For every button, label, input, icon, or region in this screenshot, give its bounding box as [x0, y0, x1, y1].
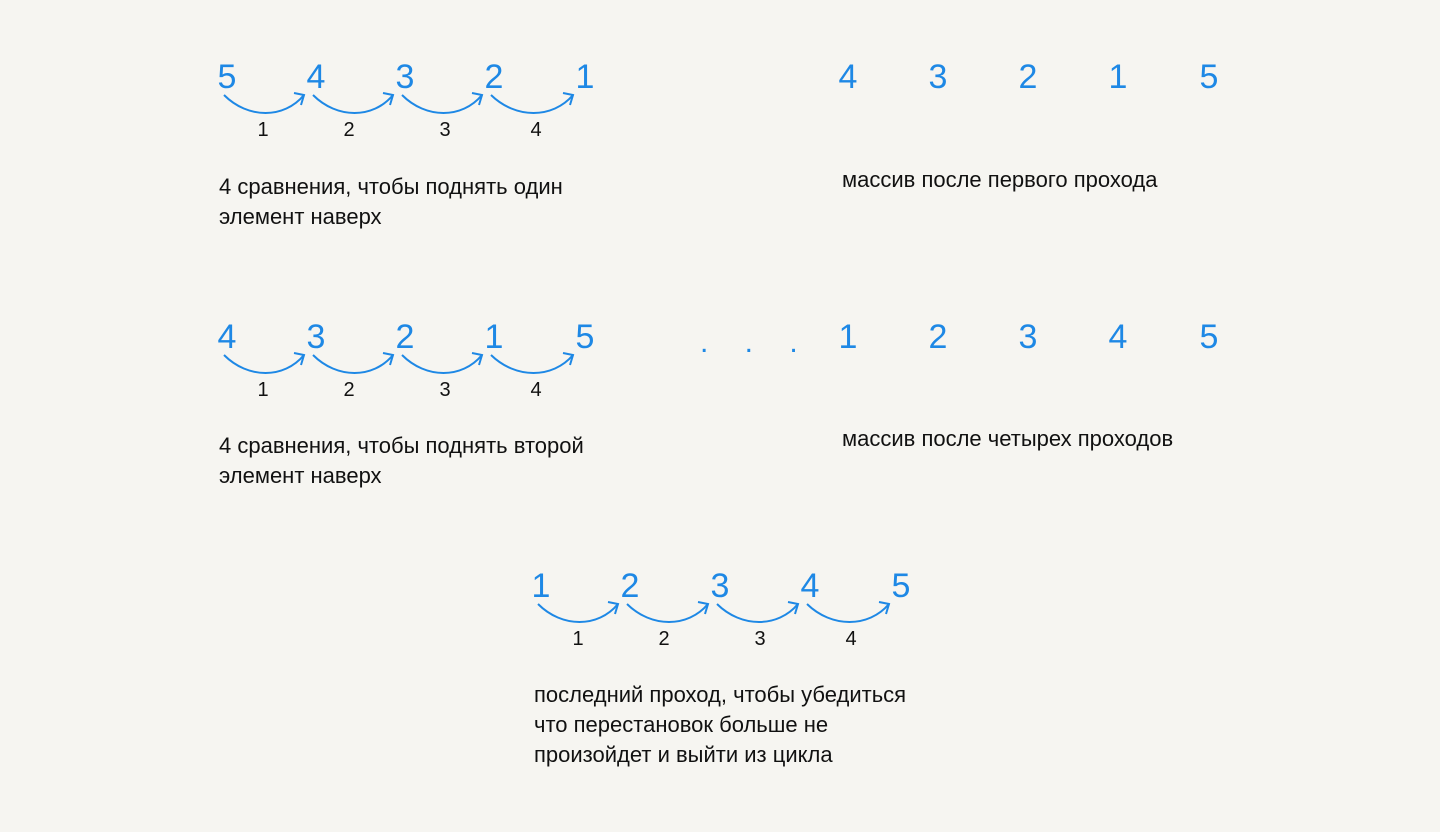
result-2-number: 2: [928, 318, 948, 356]
arrowhead: [562, 92, 575, 106]
result-1-number: 5: [1199, 58, 1219, 96]
arrowhead: [697, 601, 710, 615]
result-2-number: 4: [1108, 318, 1128, 356]
arrowhead: [382, 92, 395, 106]
caption-line: что перестановок больше не: [534, 712, 829, 737]
pass-2-number: 5: [575, 318, 595, 356]
comparison-label: 3: [439, 379, 451, 401]
pass-final-number: 4: [800, 567, 820, 605]
arrowhead: [471, 92, 484, 106]
comparison-arrow: [312, 354, 394, 374]
arrowhead: [382, 352, 395, 366]
result-2-number: 3: [1018, 318, 1038, 356]
comparison-label: 3: [754, 628, 766, 650]
comparison-arrow: [490, 354, 574, 374]
comparison-label: 1: [257, 119, 269, 141]
comparison-arrow: [806, 603, 890, 623]
comparison-arrow: [490, 94, 574, 114]
comparison-label: 1: [257, 379, 269, 401]
arrowhead: [293, 92, 306, 106]
arrowhead: [471, 352, 484, 366]
comparison-arrow: [716, 603, 799, 623]
pass-final-number: 5: [891, 567, 911, 605]
result-1-number: 4: [838, 58, 858, 96]
result-1-caption: массив после первого прохода: [842, 167, 1158, 192]
arrowhead: [293, 352, 306, 366]
result-1-number: 2: [1018, 58, 1038, 96]
arrowhead: [787, 601, 800, 615]
pass-1-number: 5: [217, 58, 237, 96]
comparison-arrow: [626, 603, 709, 623]
pass-2-number: 3: [306, 318, 326, 356]
pass-1-caption: 4 сравнения, чтобы поднять один элемент …: [219, 172, 563, 232]
pass-1-number: 1: [575, 58, 595, 96]
ellipsis: . . .: [700, 326, 812, 359]
arrowhead: [562, 352, 575, 366]
pass-2-number: 4: [217, 318, 237, 356]
caption-line: элемент наверх: [219, 204, 382, 229]
arrowhead: [878, 601, 891, 615]
result-2-number: 5: [1199, 318, 1219, 356]
comparison-arrow: [537, 603, 619, 623]
pass-2-caption: 4 сравнения, чтобы поднять второй элемен…: [219, 431, 584, 491]
result-2-number: 1: [838, 318, 858, 356]
comparison-label: 2: [343, 119, 355, 141]
pass-final-number: 1: [531, 567, 551, 605]
caption-line: последний проход, чтобы убедиться: [534, 682, 907, 707]
pass-1-number: 2: [484, 58, 504, 96]
comparison-label: 4: [530, 119, 542, 141]
pass-1-number: 3: [395, 58, 415, 96]
comparison-arrow: [223, 94, 305, 114]
caption-line: 4 сравнения, чтобы поднять второй: [219, 433, 584, 458]
pass-final-caption: последний проход, чтобы убедиться что пе…: [534, 680, 906, 770]
result-1-number: 3: [928, 58, 948, 96]
result-2-caption: массив после четырех проходов: [842, 426, 1174, 451]
comparison-label: 2: [343, 379, 355, 401]
result-1-number: 1: [1108, 58, 1128, 96]
caption-line: элемент наверх: [219, 463, 382, 488]
comparison-arrow: [312, 94, 394, 114]
arrowhead: [607, 601, 620, 615]
pass-final-number: 2: [620, 567, 640, 605]
caption-line: 4 сравнения, чтобы поднять один: [219, 174, 563, 199]
comparison-label: 4: [530, 379, 542, 401]
comparison-label: 2: [658, 628, 670, 650]
comparison-label: 4: [845, 628, 857, 650]
pass-2-number: 1: [484, 318, 504, 356]
pass-2-number: 2: [395, 318, 415, 356]
pass-final-number: 3: [710, 567, 730, 605]
pass-1-number: 4: [306, 58, 326, 96]
caption-line: произойдет и выйти из цикла: [534, 742, 833, 767]
comparison-label: 1: [572, 628, 584, 650]
comparison-arrow: [401, 354, 483, 374]
comparison-arrow: [401, 94, 483, 114]
comparison-label: 3: [439, 119, 451, 141]
comparison-arrow: [223, 354, 305, 374]
